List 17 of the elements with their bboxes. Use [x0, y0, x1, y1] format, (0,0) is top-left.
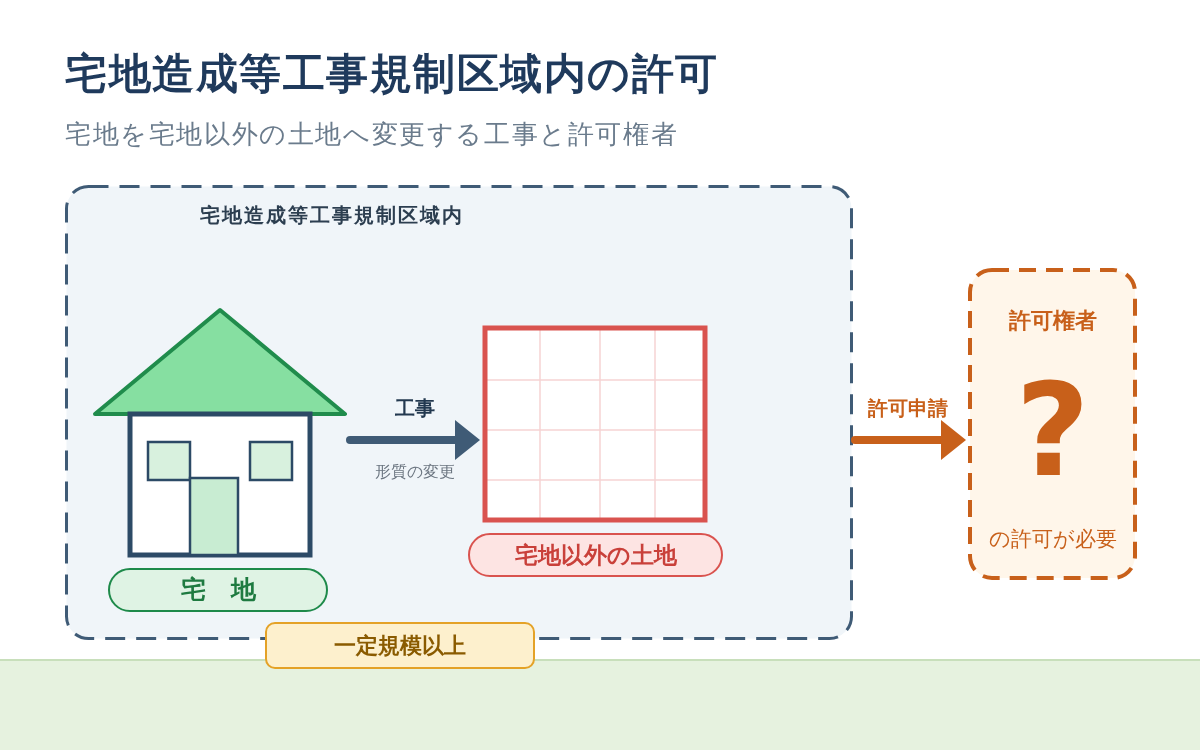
house-drawing: [92, 306, 348, 558]
arrow: [346, 420, 480, 460]
condition-tag: 一定規模以上: [265, 622, 535, 669]
question-mark: ?: [1015, 367, 1090, 495]
label-pill: 宅 地: [108, 568, 328, 612]
region-heading: 宅地造成等工事規制区域内: [200, 204, 464, 227]
box-heading: 許可権者: [1008, 308, 1097, 334]
subtitle: 宅地を宅地以外の土地へ変更する工事と許可権者: [65, 120, 679, 150]
edge-label: 許可申請: [868, 396, 948, 420]
arrow: [851, 420, 966, 460]
note-text: の許可が必要: [988, 527, 1117, 552]
land-plot-drawing: [482, 325, 708, 523]
arrow-note: 形質の変更: [375, 462, 455, 482]
authority-box: [968, 268, 1137, 580]
title: 宅地造成等工事規制区域内の許可: [65, 50, 719, 99]
label-pill: 宅地以外の土地: [468, 533, 723, 577]
edge-label: 工事: [395, 396, 435, 420]
